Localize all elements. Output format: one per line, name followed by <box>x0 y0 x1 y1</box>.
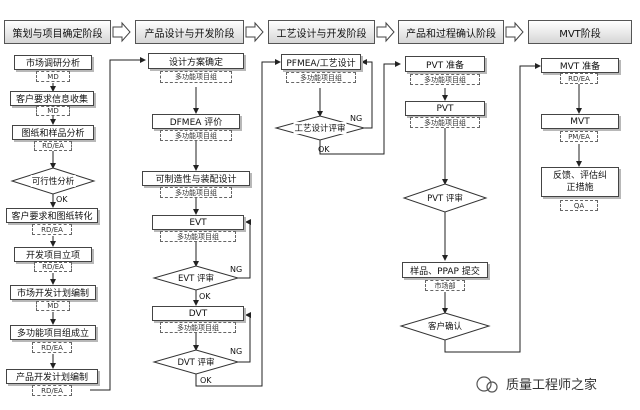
dvt-ng-label: NG <box>230 347 243 356</box>
dvt-ok-label: OK <box>200 376 212 385</box>
decision-pvt-review-label: PVT 评审 <box>426 192 464 204</box>
step-drawing-sample-analysis: 图纸和样品分析 <box>12 125 94 140</box>
step-mvt: MVT <box>541 114 619 129</box>
step-product-dev-plan: 产品开发计划编制 <box>6 369 98 384</box>
wechat-logo-icon <box>476 376 498 393</box>
step-feedback-correction-label: 反馈、评估纠正措施 <box>552 171 607 193</box>
owner-dvt: 多功能项目组 <box>160 322 236 333</box>
owner-drawing-sample-analysis: RD/EA <box>34 141 72 151</box>
step-project-initiation: 开发项目立项 <box>14 247 92 262</box>
owner-feedback-correction: QA <box>560 200 598 211</box>
phase-arrow-4 <box>505 21 524 43</box>
step-requirement-conversion: 客户要求和图纸转化 <box>6 208 98 223</box>
evt-ng-label: NG <box>230 265 243 274</box>
step-sample-ppap: 样品、PPAP 提交 <box>402 262 488 278</box>
owner-customer-requirements: MD <box>36 106 70 116</box>
decision-dvt-review-label: DVT 评审 <box>176 356 216 368</box>
owner-pfmea: 多功能项目组 <box>286 72 356 83</box>
step-evt: EVT <box>152 215 244 230</box>
decision-feasibility-label: 可行性分析 <box>30 175 76 187</box>
step-dfm-dfa: 可制造性与装配设计 <box>142 171 250 186</box>
step-pvt-prep: PVT 准备 <box>405 56 485 72</box>
owner-design-scheme: 多功能项目组 <box>160 71 232 83</box>
phase-header-process-design: 工艺设计与开发阶段 <box>268 20 375 44</box>
owner-mvt: PM/EA <box>560 131 598 142</box>
owner-pvt-prep: 多功能项目组 <box>410 74 480 85</box>
watermark-text: 质量工程师之家 <box>506 378 598 393</box>
owner-mvt-prep: RD/EA <box>560 73 598 84</box>
phase-header-validation: 产品和过程确认阶段 <box>398 20 504 44</box>
process-ng-label: NG <box>350 114 363 123</box>
owner-project-initiation: RD/EA <box>34 262 72 272</box>
step-dfmea: DFMEA 评价 <box>152 114 240 129</box>
owner-requirement-conversion: RD/EA <box>32 224 72 235</box>
decision-evt-review-label: EVT 评审 <box>176 272 216 284</box>
step-feedback-correction: 反馈、评估纠正措施 <box>541 167 619 197</box>
step-design-scheme: 设计方案确定 <box>148 53 244 69</box>
owner-dfmea: 多功能项目组 <box>160 130 232 141</box>
phase-arrow-1 <box>112 21 131 43</box>
owner-sample-ppap: 市场部 <box>425 280 465 291</box>
phase-arrow-2 <box>245 21 264 43</box>
decision-customer-confirm-label: 客户确认 <box>426 320 464 332</box>
owner-dfm-dfa: 多功能项目组 <box>160 187 232 198</box>
phase-header-product-design: 产品设计与开发阶段 <box>135 20 244 44</box>
step-team-formation: 多功能项目组成立 <box>10 325 96 340</box>
step-pvt: PVT <box>405 101 485 116</box>
owner-market-plan: MD <box>36 301 70 311</box>
process-ok-label: OK <box>318 145 330 154</box>
owner-product-dev-plan: RD/EA <box>32 385 72 396</box>
feasibility-ok-label: OK <box>56 195 68 204</box>
step-pfmea: PFMEA/工艺设计 <box>281 54 361 70</box>
phase-header-planning: 策划与项目确定阶段 <box>4 20 111 44</box>
evt-ok-label: OK <box>199 292 211 301</box>
step-market-plan: 市场开发计划编制 <box>10 285 96 300</box>
step-market-research: 市场调研分析 <box>14 55 92 70</box>
step-mvt-prep: MVT 准备 <box>541 58 619 73</box>
step-customer-requirements: 客户要求信息收集 <box>10 91 94 106</box>
owner-pvt: 多功能项目组 <box>410 117 480 128</box>
phase-arrow-3 <box>376 21 395 43</box>
owner-team-formation: RD/EA <box>32 342 72 353</box>
step-dvt: DVT <box>152 306 244 321</box>
decision-process-review-label: 工艺设计评审 <box>293 122 347 134</box>
phase-header-mvt: MVT阶段 <box>528 20 632 44</box>
owner-market-research: MD <box>36 71 70 82</box>
owner-evt: 多功能项目组 <box>160 231 236 242</box>
